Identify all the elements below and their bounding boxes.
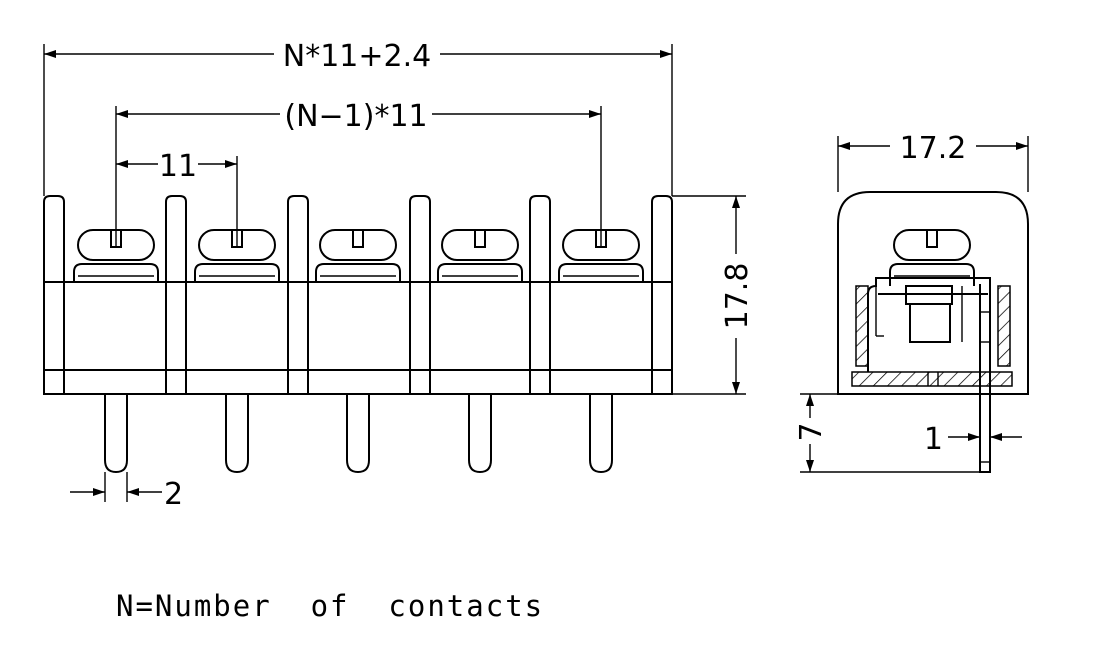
pitch-label: 11 [159, 149, 197, 184]
screws [73, 229, 644, 282]
front-body [43, 281, 673, 395]
dim-pin-length: 7 [794, 393, 980, 473]
side-housing [837, 191, 1029, 395]
depth-label: 17.2 [900, 131, 967, 166]
dim-overall-width: N*11+2.4 [43, 39, 673, 196]
pitch-span-label: (N−1)*11 [284, 99, 427, 134]
side-pin [979, 284, 991, 473]
front-view [43, 195, 673, 474]
dim-pitch: 11 [116, 149, 238, 246]
pins [104, 394, 613, 474]
pin-length-label: 7 [794, 422, 829, 441]
overall-width-label: N*11+2.4 [283, 39, 431, 74]
pin-thickness-label: 1 [924, 422, 943, 457]
barriers [43, 195, 673, 394]
dim-height: 17.8 [672, 195, 755, 395]
side-view [837, 191, 1029, 473]
dim-pin-width: 2 [70, 472, 183, 512]
height-label: 17.8 [720, 263, 755, 330]
dim-pitch-span: (N−1)*11 [115, 99, 602, 246]
pin-width-label: 2 [164, 477, 183, 512]
dim-depth: 17.2 [837, 131, 1029, 192]
dim-pin-thickness: 1 [924, 422, 1022, 457]
note-text: N=Number of contacts [116, 589, 544, 623]
